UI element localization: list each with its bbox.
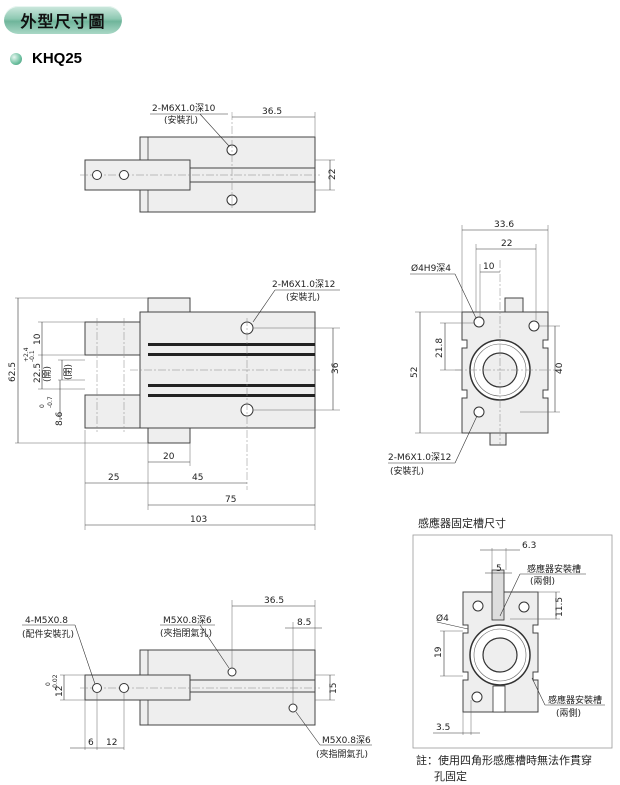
- slot-label: 感應器安裝槽: [527, 563, 581, 575]
- sensor-title: 感應器固定槽尺寸: [418, 516, 506, 530]
- end-dim-21-8: 21.8: [435, 338, 445, 358]
- sensor-section: 感應器固定槽尺寸 6.3 5 感應器安裝槽 (兩側) 11.5 Ø4 19 感應…: [412, 516, 613, 749]
- dim-22: 22: [328, 169, 338, 180]
- dim-15: 15: [329, 683, 339, 694]
- tol-12-lower: -0.02: [52, 674, 59, 690]
- dim-11-5: 11.5: [555, 597, 565, 617]
- dim-103: 103: [190, 515, 207, 525]
- mount-label: 4-M5X0.8: [25, 616, 68, 626]
- model-heading: KHQ25: [10, 50, 82, 67]
- side-hole-sub: (安裝孔): [286, 291, 320, 303]
- dim-12: 12: [55, 686, 65, 697]
- side-hole-label: 2-M6X1.0深12: [272, 279, 335, 290]
- tol-upper-8-6: 0: [39, 404, 46, 408]
- dim-22-5: 22.5: [33, 363, 43, 383]
- dim-3-5: 3.5: [436, 723, 450, 733]
- dim-45: 45: [192, 473, 203, 483]
- slot-sub: (兩側): [530, 575, 555, 587]
- end-dim-10: 10: [483, 262, 495, 272]
- slot-sub-2: (兩側): [556, 707, 581, 719]
- dim-19: 19: [434, 646, 444, 658]
- dim-6: 6: [88, 738, 94, 748]
- dia-4: Ø4: [436, 613, 449, 624]
- dim-6-3: 6.3: [522, 541, 536, 551]
- section-title: 外型尺寸圖: [4, 6, 122, 34]
- end-view: 33.6 22 10 Ø4H9深4 21.8 52 40 2-M6X1.0深12…: [388, 220, 565, 477]
- bullet-icon: [10, 52, 22, 65]
- end-dim-22: 22: [501, 239, 512, 249]
- dim-20: 20: [163, 452, 175, 462]
- end-dim-33-6: 33.6: [494, 220, 514, 230]
- dim-10: 10: [33, 333, 43, 345]
- hole-label: 2-M6X1.0深10: [152, 103, 216, 114]
- tol-12-upper: 0: [45, 682, 52, 686]
- bottom-dim-36-5: 36.5: [264, 596, 284, 606]
- dim-8-5: 8.5: [297, 618, 311, 628]
- dim-36: 36: [331, 362, 341, 374]
- port-label-1: M5X0.8深6: [163, 615, 212, 626]
- closed-label: (閉): [63, 364, 74, 380]
- note-line-2: 孔固定: [434, 770, 467, 783]
- end-dim-52: 52: [410, 367, 420, 378]
- mount-sub: (配件安裝孔): [22, 628, 74, 640]
- end-hole-label: 2-M6X1.0深12: [388, 452, 451, 463]
- tol-lower-8-6: -0.7: [47, 396, 54, 408]
- upper-finger: [84, 321, 141, 356]
- model-name: KHQ25: [32, 50, 83, 67]
- end-dim-40: 40: [555, 362, 565, 374]
- dim-62-5: 62.5: [8, 362, 18, 382]
- port-sub-2: (夾指開氣孔): [316, 748, 368, 760]
- hole-sub: (安裝孔): [164, 114, 198, 126]
- bottom-view: 36.5 8.5 M5X0.8深6 (夾指閉氣孔) M5X0.8深6 (夾指開氣…: [22, 596, 372, 760]
- pin-label: Ø4H9深4: [411, 263, 451, 274]
- end-hole-sub: (安裝孔): [390, 465, 424, 477]
- dim-5: 5: [496, 564, 502, 574]
- dim-8-6: 8.6: [55, 411, 65, 426]
- dim-12b: 12: [106, 738, 117, 748]
- dim-75: 75: [225, 495, 236, 505]
- port-sub-1: (夾指閉氣孔): [160, 627, 212, 639]
- dim-36-5: 36.5: [262, 107, 282, 117]
- tol-upper: +2.4: [23, 347, 30, 362]
- lower-finger: [84, 394, 141, 429]
- side-view: 62.5 10 22.5 +2.4 -0.1 (開) (閉) 8.6 0 -0.…: [8, 279, 341, 530]
- dim-25: 25: [108, 473, 119, 483]
- note-line-1: 註：使用四角形感應槽時無法作貫穿: [416, 754, 592, 767]
- port-label-2: M5X0.8深6: [322, 735, 371, 746]
- tol-lower: -0.1: [29, 350, 36, 362]
- top-view: 36.5 2-M6X1.0深10 (安裝孔) 22: [80, 103, 338, 213]
- slot-label-2: 感應器安裝槽: [548, 694, 602, 706]
- open-label: (開): [42, 366, 53, 382]
